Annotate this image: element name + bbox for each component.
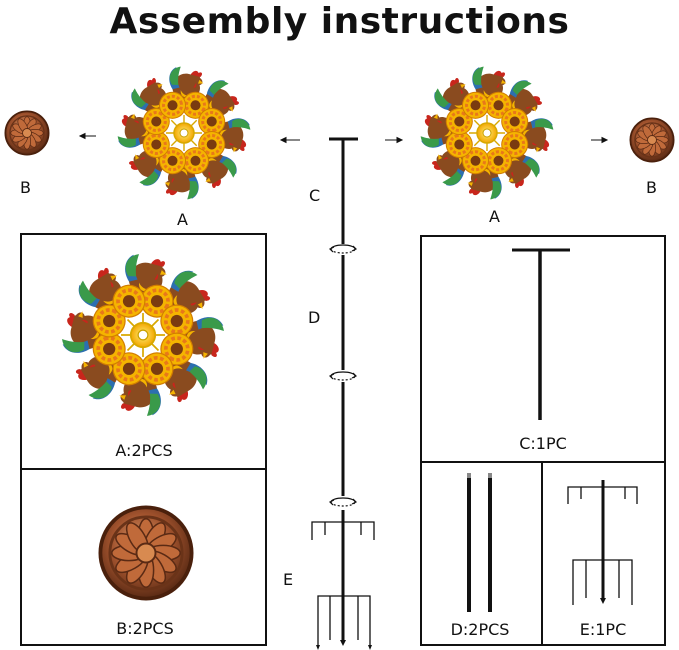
- box-a-label: A:2PCS: [115, 441, 172, 460]
- windmill-right-image: [417, 63, 558, 204]
- label-a-left: A: [177, 210, 188, 229]
- twist-joint-2-icon: [329, 371, 357, 381]
- box-b-end-cap-image: [98, 505, 194, 601]
- box-c-label: C:1PC: [519, 434, 567, 453]
- arrow-to-b-left: [78, 132, 96, 140]
- windmill-left-image: [114, 63, 255, 204]
- box-b-label: B:2PCS: [116, 619, 174, 638]
- label-b-left: B: [20, 178, 31, 197]
- box-e-label: E:1PC: [580, 620, 627, 639]
- end-cap-left-image: [4, 110, 50, 156]
- arrow-to-a-right: [385, 136, 404, 144]
- end-cap-right-image: [629, 117, 675, 163]
- label-c: C: [309, 186, 320, 205]
- box-a-windmill-image: [57, 249, 228, 420]
- box-c-pole-image: [512, 248, 570, 420]
- label-b-right: B: [646, 178, 657, 197]
- assembled-pole: [311, 137, 375, 650]
- parts-panel-left: [20, 233, 267, 646]
- box-d-label: D:2PCS: [451, 620, 510, 639]
- arrow-to-b-right: [591, 136, 609, 144]
- label-a-right: A: [489, 207, 500, 226]
- page-title: Assembly instructions: [109, 1, 570, 42]
- box-e-stake-image: [567, 480, 638, 605]
- box-d-poles-image: [467, 473, 492, 612]
- twist-joint-3-icon: [329, 497, 357, 507]
- arrow-to-a-left: [279, 136, 300, 144]
- twist-joint-1-icon: [329, 244, 357, 254]
- label-d: D: [308, 308, 320, 327]
- label-e: E: [283, 570, 293, 589]
